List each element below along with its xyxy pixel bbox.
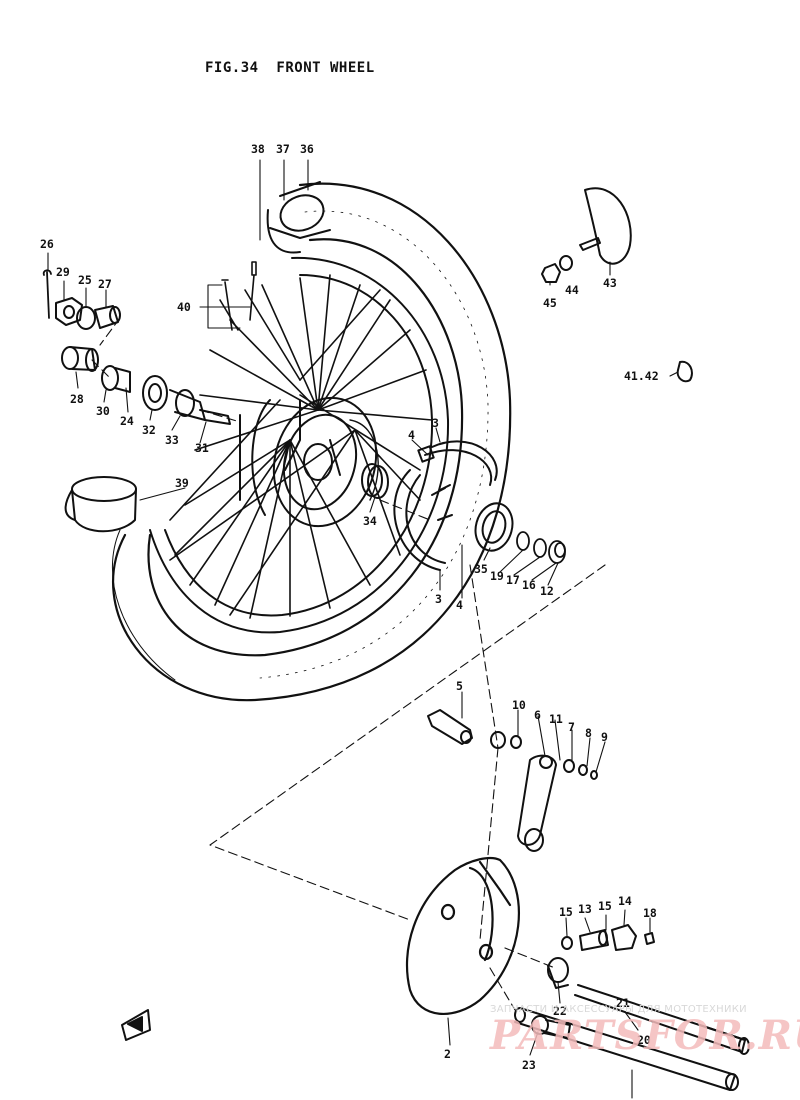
part-label-44: 44 xyxy=(565,283,579,297)
part-label-13: 13 xyxy=(578,902,592,916)
part-label-24: 24 xyxy=(120,414,134,428)
rim-band-section xyxy=(64,476,137,533)
cotter-pin xyxy=(42,269,52,319)
brake-panel xyxy=(405,856,520,1015)
part-label-28: 28 xyxy=(70,392,84,406)
part-label-12: 12 xyxy=(540,584,554,598)
part-label-36: 36 xyxy=(300,142,314,156)
part-label-4-upper: 4 xyxy=(408,428,415,442)
brake-arm xyxy=(517,754,557,852)
tire-tube-section xyxy=(266,181,331,254)
part-label-17: 17 xyxy=(506,573,520,587)
part-label-9: 9 xyxy=(601,730,608,744)
part-label-26: 26 xyxy=(40,237,54,251)
front-direction-arrow-icon xyxy=(121,1009,151,1041)
spoke-nipples xyxy=(219,261,257,331)
hub-spacer xyxy=(361,463,389,499)
leader-lines xyxy=(47,159,679,1099)
part-label-5: 5 xyxy=(456,679,463,693)
part-label-37: 37 xyxy=(276,142,290,156)
part-label-35: 35 xyxy=(474,562,488,576)
part-label-23: 23 xyxy=(522,1058,536,1072)
valve-cap-41-42 xyxy=(676,360,693,383)
part-label-41-42: 41.42 xyxy=(624,369,659,383)
axle-sleeve-21 xyxy=(514,1007,739,1091)
arm-bolt-parts xyxy=(563,759,598,780)
spoke-plate-43 xyxy=(579,187,632,265)
axle-bushings xyxy=(561,924,655,951)
part-label-8: 8 xyxy=(585,726,592,740)
watermark-site: PARTSFOR.RU xyxy=(490,1012,800,1059)
part-label-31: 31 xyxy=(195,441,209,455)
part-label-33: 33 xyxy=(165,433,179,447)
wheel-hub xyxy=(239,396,379,528)
part-label-2: 2 xyxy=(444,1047,451,1061)
washer-44 xyxy=(559,255,573,271)
part-label-14: 14 xyxy=(618,894,632,908)
part-label-4-lower: 4 xyxy=(456,598,463,612)
part-label-16: 16 xyxy=(522,578,536,592)
front-axle xyxy=(574,984,750,1055)
part-label-32: 32 xyxy=(142,423,156,437)
part-label-6: 6 xyxy=(534,708,541,722)
assembly-dashed-lines xyxy=(91,317,606,1011)
nut-45 xyxy=(541,263,561,283)
spokes xyxy=(169,274,433,619)
brake-cam xyxy=(427,709,473,745)
part-label-11: 11 xyxy=(549,712,563,726)
part-label-30: 30 xyxy=(96,404,110,418)
axle-spacer-23 xyxy=(531,1015,571,1039)
part-label-3-lower: 3 xyxy=(435,592,442,606)
part-label-20: 20 xyxy=(637,1033,651,1047)
spacer-27 xyxy=(94,305,121,329)
part-label-39: 39 xyxy=(175,476,189,490)
axle-sleeve-28 xyxy=(61,346,99,372)
part-label-3-upper: 3 xyxy=(432,416,439,430)
part-label-25: 25 xyxy=(78,273,92,287)
part-label-45: 45 xyxy=(543,296,557,310)
part-label-15-left: 15 xyxy=(559,905,573,919)
part-label-22: 22 xyxy=(553,1004,567,1018)
part-label-18: 18 xyxy=(643,906,657,920)
part-label-29: 29 xyxy=(56,265,70,279)
part-label-15-right: 15 xyxy=(598,899,612,913)
watermark-tagline: ЗАПЧАСТИ И АКСЕССУАРЫ ДЛЯ МОТОТЕХНИКИ xyxy=(490,1004,747,1015)
axle-nut xyxy=(55,297,83,326)
part-label-40: 40 xyxy=(177,300,191,314)
wheel-bearing-side xyxy=(101,365,231,425)
brake-shoes xyxy=(393,440,498,571)
part-label-21: 21 xyxy=(616,996,630,1010)
bearing-washers xyxy=(516,531,566,564)
part-label-19: 19 xyxy=(490,569,504,583)
part-label-43: 43 xyxy=(603,276,617,290)
part-label-7: 7 xyxy=(568,720,575,734)
part-label-10: 10 xyxy=(512,698,526,712)
part-label-34: 34 xyxy=(363,514,377,528)
part-label-38: 38 xyxy=(251,142,265,156)
part-label-27: 27 xyxy=(98,277,112,291)
figure-title: FIG.34 FRONT WHEEL xyxy=(205,60,375,76)
cam-seal xyxy=(510,735,522,749)
oil-seal xyxy=(474,502,514,552)
